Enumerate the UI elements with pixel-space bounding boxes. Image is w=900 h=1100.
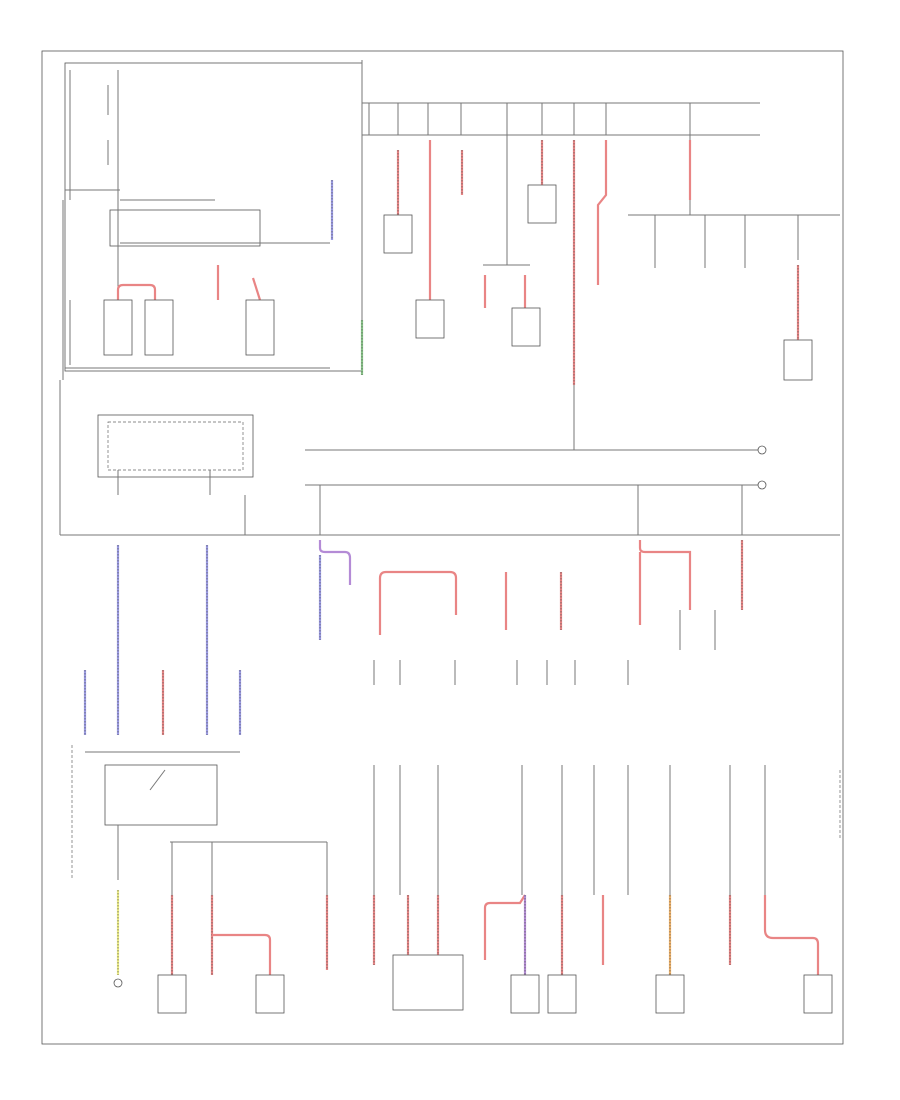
bottom-fuse-bank bbox=[157, 765, 841, 1014]
lower-left-section bbox=[71, 545, 242, 988]
lower-branch-circuits bbox=[318, 540, 744, 685]
diagram-border bbox=[41, 50, 844, 1045]
battery-junction-box bbox=[62, 62, 363, 380]
ignition-switch-section bbox=[59, 380, 840, 536]
upper-fuse-bus bbox=[330, 60, 840, 385]
